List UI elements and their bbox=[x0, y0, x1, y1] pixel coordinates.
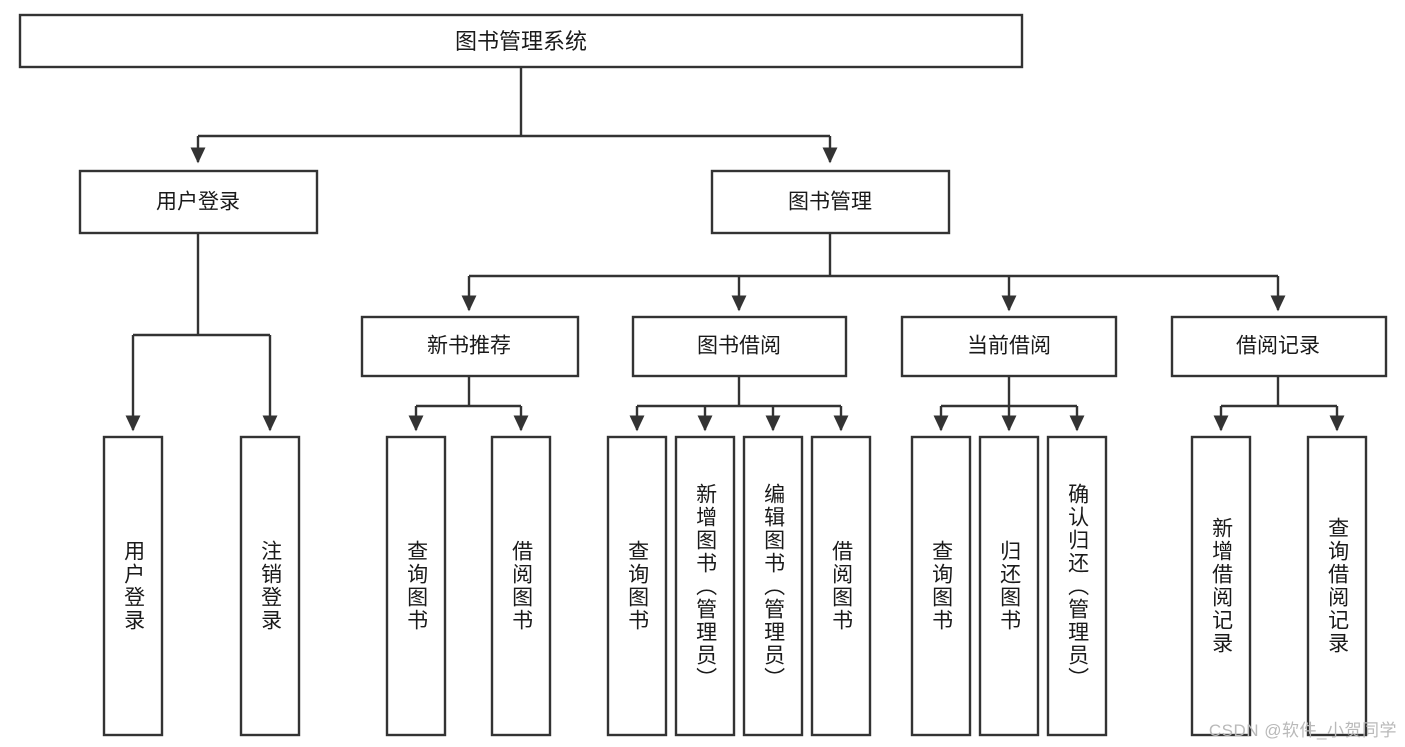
leaf-current-borrow-1-label: 查询图书 bbox=[929, 540, 953, 632]
connector-layer bbox=[125, 67, 1345, 432]
leaf-current-borrow-3-label: 确认归还（管理员） bbox=[1065, 482, 1089, 690]
leaf-book-borrow-4[interactable]: 借阅图书 bbox=[810, 435, 872, 737]
node-user-login-label: 用户登录 bbox=[156, 191, 240, 214]
leaf-book-borrow-4-label: 借阅图书 bbox=[829, 540, 853, 632]
leaf-borrow-record-1-label: 新增借阅记录 bbox=[1209, 517, 1233, 655]
node-current-borrow[interactable]: 当前借阅 bbox=[900, 315, 1118, 378]
leaf-current-borrow-3[interactable]: 确认归还（管理员） bbox=[1046, 435, 1108, 737]
leaf-new-book-1-label: 查询图书 bbox=[404, 540, 428, 632]
leaf-book-borrow-3-label: 编辑图书（管理员） bbox=[761, 482, 785, 690]
leaf-borrow-record-2[interactable]: 查询借阅记录 bbox=[1306, 435, 1368, 737]
node-new-book-recommend[interactable]: 新书推荐 bbox=[360, 315, 580, 378]
node-borrow-record[interactable]: 借阅记录 bbox=[1170, 315, 1388, 378]
leaf-book-borrow-1-label: 查询图书 bbox=[625, 540, 649, 632]
leaf-current-borrow-2[interactable]: 归还图书 bbox=[978, 435, 1040, 737]
node-book-manage[interactable]: 图书管理 bbox=[710, 169, 951, 235]
leaf-new-book-2[interactable]: 借阅图书 bbox=[490, 435, 552, 737]
leaf-book-borrow-2-label: 新增图书（管理员） bbox=[693, 482, 717, 690]
leaf-borrow-record-1[interactable]: 新增借阅记录 bbox=[1190, 435, 1252, 737]
leaf-new-book-2-label: 借阅图书 bbox=[509, 540, 533, 632]
leaf-book-borrow-2[interactable]: 新增图书（管理员） bbox=[674, 435, 736, 737]
node-user-login[interactable]: 用户登录 bbox=[78, 169, 319, 235]
leaf-user-login-1[interactable]: 用户登录 bbox=[102, 435, 164, 737]
leaf-current-borrow-1[interactable]: 查询图书 bbox=[910, 435, 972, 737]
leaf-user-login-1-label: 用户登录 bbox=[121, 540, 145, 632]
leaf-user-login-2[interactable]: 注销登录 bbox=[239, 435, 301, 737]
node-book-manage-label: 图书管理 bbox=[788, 191, 872, 214]
node-root-label: 图书管理系统 bbox=[455, 29, 587, 54]
leaf-book-borrow-1[interactable]: 查询图书 bbox=[606, 435, 668, 737]
leaf-current-borrow-2-label: 归还图书 bbox=[997, 540, 1021, 632]
leaf-new-book-1[interactable]: 查询图书 bbox=[385, 435, 447, 737]
node-root-system[interactable]: 图书管理系统 bbox=[18, 13, 1024, 69]
node-book-borrow[interactable]: 图书借阅 bbox=[631, 315, 848, 378]
node-new-book-recommend-label: 新书推荐 bbox=[427, 335, 511, 358]
node-borrow-record-label: 借阅记录 bbox=[1236, 335, 1320, 358]
leaf-borrow-record-2-label: 查询借阅记录 bbox=[1325, 517, 1349, 655]
node-book-borrow-label: 图书借阅 bbox=[697, 335, 781, 358]
leaf-book-borrow-3[interactable]: 编辑图书（管理员） bbox=[742, 435, 804, 737]
node-current-borrow-label: 当前借阅 bbox=[967, 335, 1051, 358]
leaf-user-login-2-label: 注销登录 bbox=[258, 540, 282, 632]
